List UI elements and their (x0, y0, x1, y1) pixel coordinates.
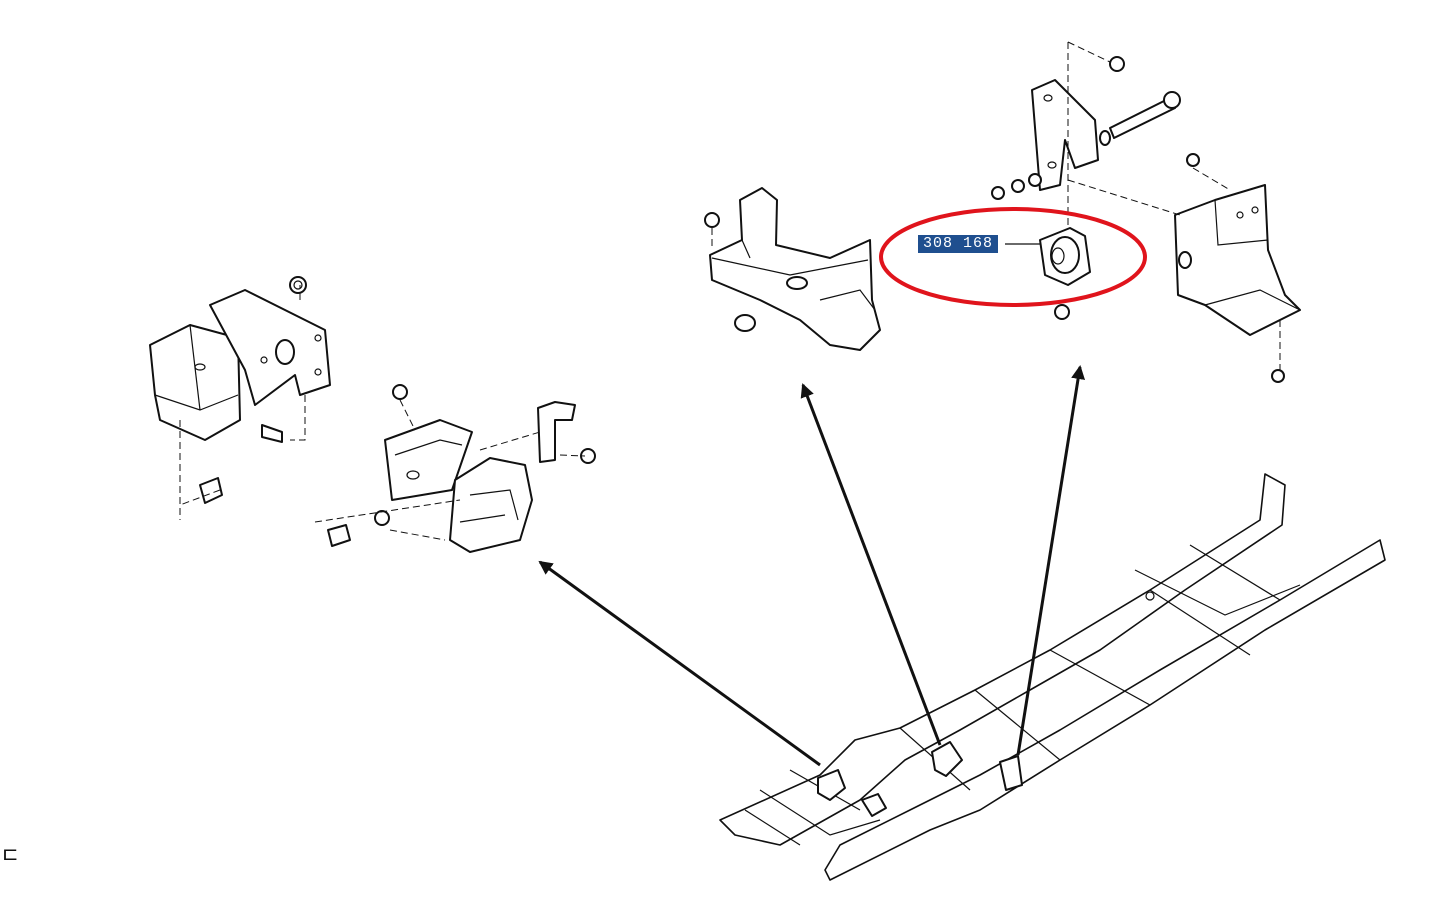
arrow-center (800, 383, 942, 746)
arrow-left (538, 560, 821, 767)
engine-mount-insulator[interactable] (1005, 227, 1091, 320)
highlight-circle (879, 207, 1147, 307)
transmission-crossmember-assembly (704, 187, 881, 351)
right-mount-assembly (991, 41, 1301, 383)
chassis-frame (719, 473, 1386, 881)
arrow-right (1016, 365, 1086, 756)
edge-glyph: ㄷ (0, 844, 21, 869)
center-left-mount-assembly (314, 384, 596, 553)
part-number-label: 308 168 (918, 235, 998, 253)
left-mount-assembly (149, 276, 331, 520)
